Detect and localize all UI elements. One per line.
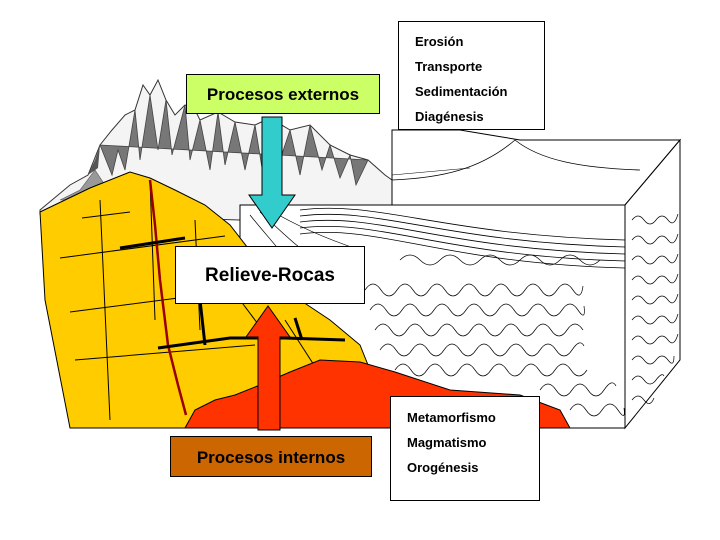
- list-item: Diagénesis: [415, 109, 484, 124]
- relief-rocks-label: Relieve-Rocas: [175, 246, 365, 304]
- list-item: Orogénesis: [407, 460, 479, 475]
- external-processes-label: Procesos externos: [186, 74, 380, 114]
- list-item: Sedimentación: [415, 84, 508, 99]
- list-item: Metamorfismo: [407, 410, 496, 425]
- list-item: Transporte: [415, 59, 483, 74]
- list-item: Erosión: [415, 34, 464, 49]
- internal-processes-label: Procesos internos: [170, 436, 372, 477]
- external-processes-list: Erosión Transporte Sedimentación Diagéne…: [398, 21, 545, 130]
- internal-processes-list: Metamorfismo Magmatismo Orogénesis: [390, 396, 540, 501]
- list-item: Magmatismo: [407, 435, 487, 450]
- internal-process-arrow: [245, 305, 291, 431]
- external-process-arrow: [248, 116, 296, 229]
